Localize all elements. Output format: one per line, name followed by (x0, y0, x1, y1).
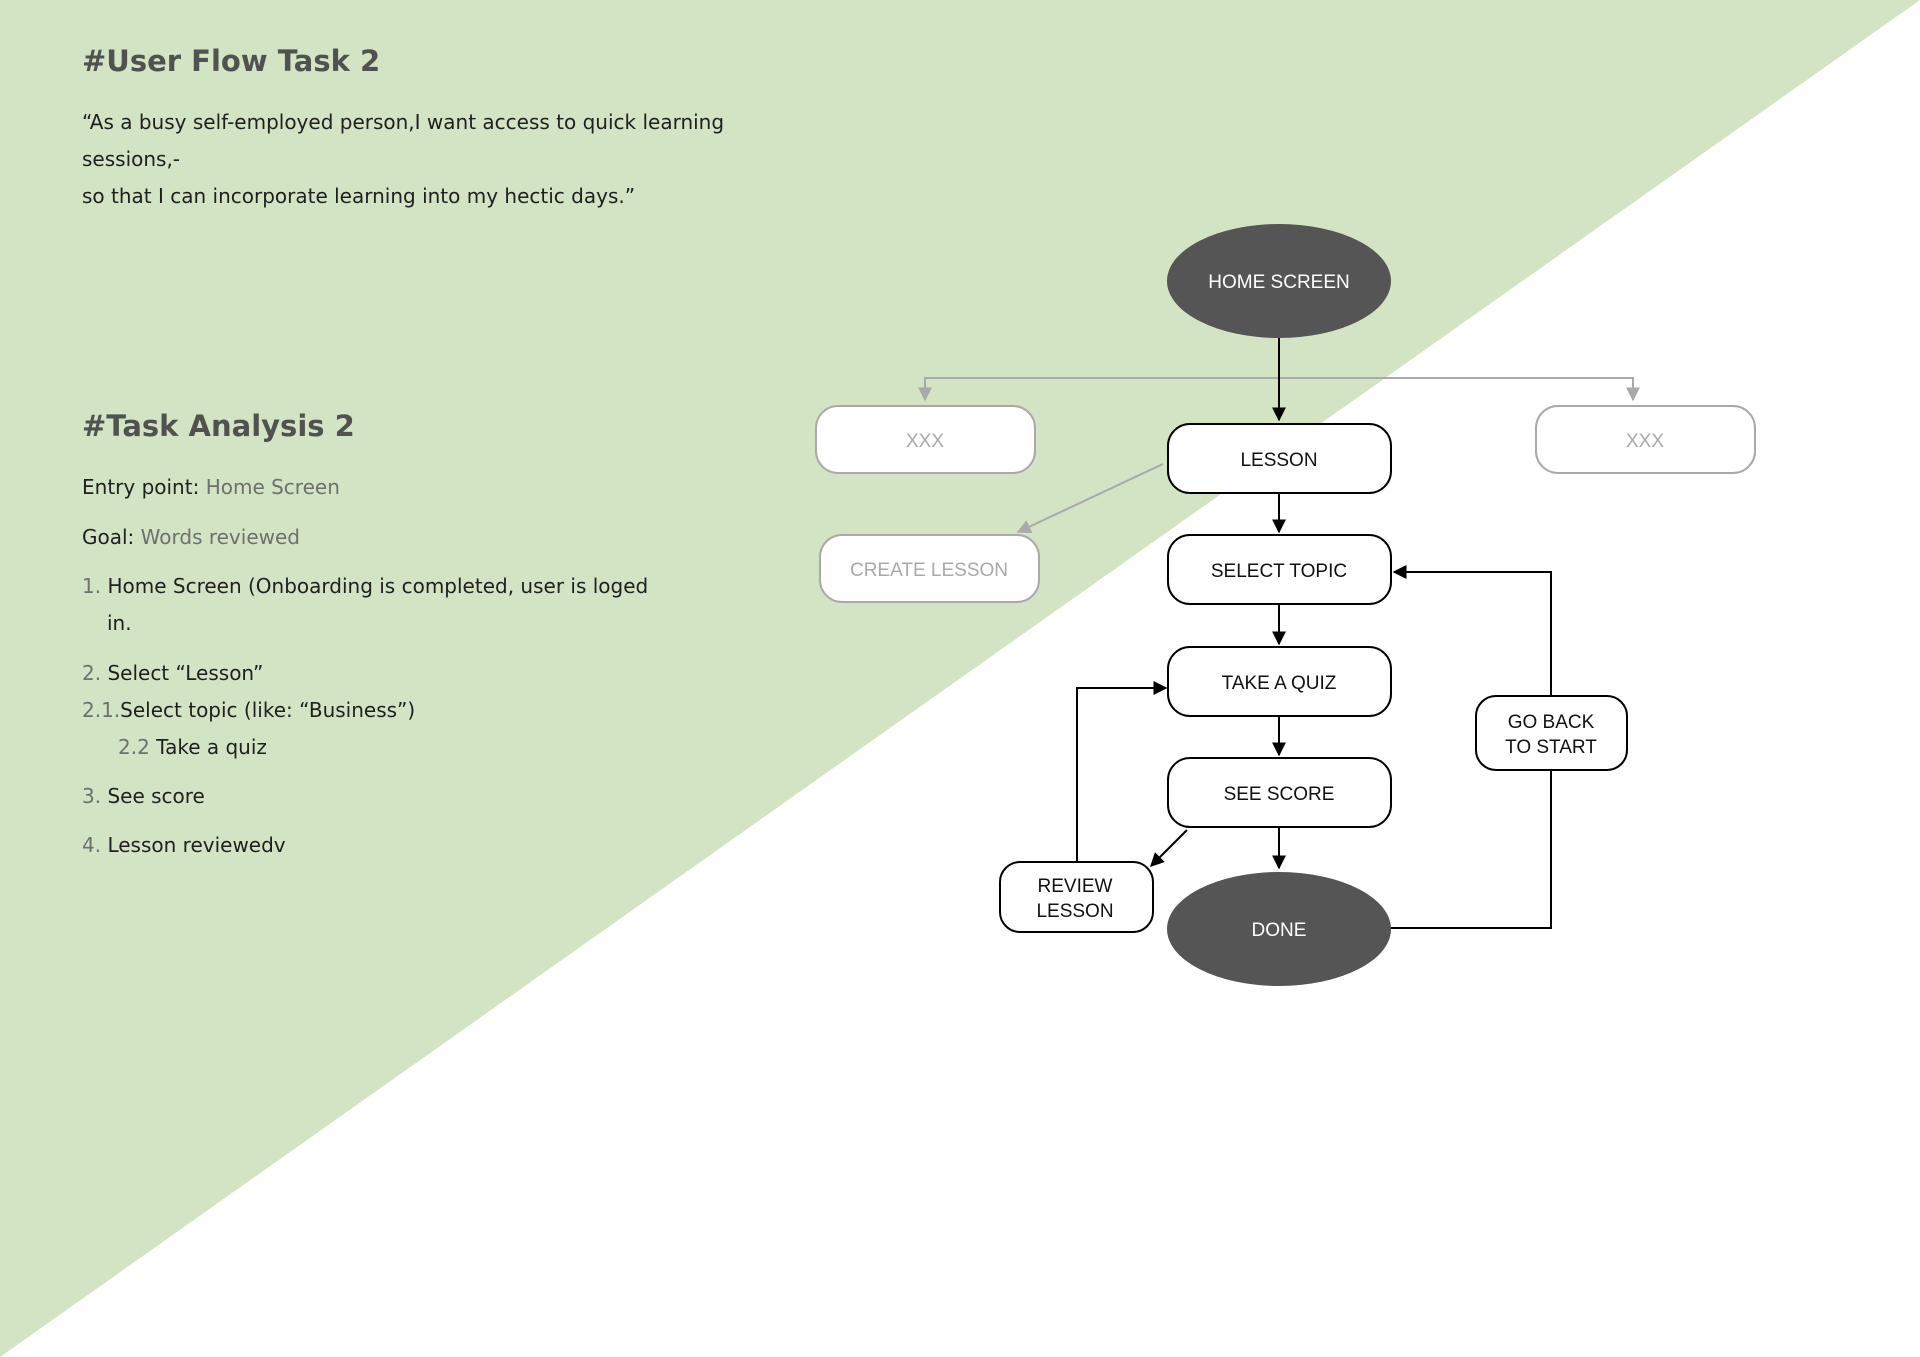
step-text: See score (107, 784, 205, 808)
quote-line-2: so that I can incorporate learning into … (82, 184, 636, 208)
node-select-topic: SELECT TOPIC (1167, 534, 1392, 605)
node-xxx-right-label: XXX (1626, 431, 1664, 452)
step-number: 2.1. (82, 698, 121, 722)
step-3: 3. See score (82, 778, 205, 815)
node-home-screen-label: HOME SCREEN (1208, 272, 1349, 293)
node-review-line-2: LESSON (1036, 901, 1113, 922)
node-go-back-line-2: TO START (1505, 737, 1597, 758)
connector-lesson-to-create-lesson (1016, 463, 1164, 533)
step-text: Lesson reviewedv (107, 833, 286, 857)
step-number: 3. (82, 784, 102, 808)
goal: Goal: Words reviewed (82, 525, 300, 549)
step-2-2: 2.2 Take a quiz (118, 729, 267, 766)
step-text: Take a quiz (156, 735, 267, 759)
entry-point-value: Home Screen (205, 475, 340, 499)
arrow-done-to-go-back (1390, 770, 1552, 929)
connector-home-to-xxx-right (1279, 377, 1640, 402)
node-xxx-right: XXX (1535, 405, 1756, 474)
node-xxx-left: XXX (815, 405, 1036, 474)
node-home-screen: HOME SCREEN (1167, 224, 1391, 338)
entry-point-label: Entry point: (82, 475, 200, 499)
connector-home-to-xxx-left (918, 377, 1279, 402)
step-text: Select “Lesson” (107, 661, 264, 685)
node-review-line-1: REVIEW (1038, 876, 1113, 897)
step-4: 4. Lesson reviewedv (82, 827, 286, 864)
step-2: 2. Select “Lesson” (82, 655, 263, 692)
node-create-lesson: CREATE LESSON (819, 534, 1040, 603)
step-text: Select topic (like: “Business”) (120, 698, 416, 722)
node-done: DONE (1167, 872, 1391, 986)
user-story-quote: “As a busy self-employed person,I want a… (82, 104, 822, 215)
step-1: 1. Home Screen (Onboarding is completed,… (82, 568, 672, 642)
step-text-continued: in. (107, 611, 132, 635)
node-take-a-quiz: TAKE A QUIZ (1167, 646, 1392, 717)
user-flow-heading: #User Flow Task 2 (82, 44, 381, 78)
step-number: 1. (82, 574, 102, 598)
task-analysis-heading: #Task Analysis 2 (82, 409, 355, 443)
gray-connectors (918, 377, 1640, 533)
node-create-lesson-label: CREATE LESSON (850, 560, 1008, 581)
node-lesson: LESSON (1167, 423, 1392, 494)
goal-value: Words reviewed (140, 525, 300, 549)
node-lesson-label: LESSON (1240, 450, 1317, 471)
arrow-go-back-to-select-topic (1392, 565, 1552, 696)
step-number: 4. (82, 833, 102, 857)
arrow-see-score-to-review-lesson (1150, 829, 1188, 867)
node-xxx-left-label: XXX (906, 431, 944, 452)
node-select-topic-label: SELECT TOPIC (1211, 561, 1347, 582)
step-number: 2. (82, 661, 102, 685)
goal-label: Goal: (82, 525, 135, 549)
node-see-score-label: SEE SCORE (1224, 784, 1335, 805)
node-done-label: DONE (1252, 920, 1307, 941)
node-go-back-line-1: GO BACK (1508, 712, 1595, 733)
node-see-score: SEE SCORE (1167, 757, 1392, 828)
step-text: Home Screen (Onboarding is completed, us… (107, 574, 649, 598)
step-number: 2.2 (118, 735, 150, 759)
node-take-a-quiz-label: TAKE A QUIZ (1222, 673, 1337, 694)
black-connectors (1076, 338, 1552, 929)
arrow-review-lesson-to-take-quiz (1076, 681, 1168, 862)
quote-line-1: “As a busy self-employed person,I want a… (82, 110, 725, 171)
entry-point: Entry point: Home Screen (82, 475, 340, 499)
node-go-back-to-start: GO BACK TO START (1475, 695, 1628, 771)
step-2-1: 2.1.Select topic (like: “Business”) (82, 692, 415, 729)
node-review-lesson: REVIEW LESSON (999, 861, 1154, 933)
